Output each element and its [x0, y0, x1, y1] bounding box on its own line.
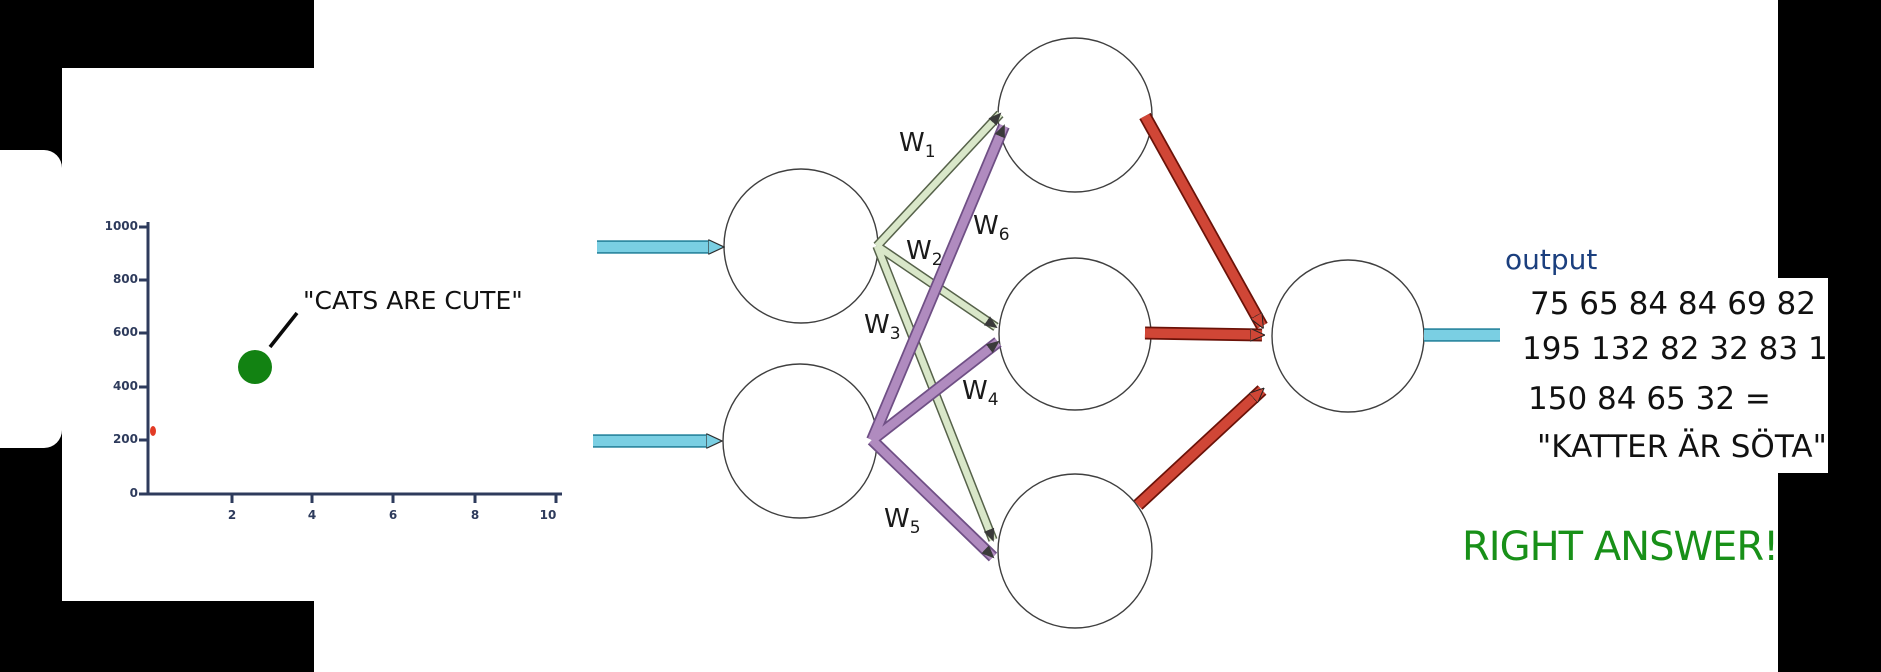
- x-tick-10: 10: [539, 508, 557, 522]
- w1-sub: 1: [924, 142, 936, 163]
- weight-label-w5: W5: [884, 504, 921, 537]
- edge-red-bottom: [1134, 386, 1266, 509]
- x-tick-2: 2: [227, 508, 237, 522]
- w6-base: W: [973, 211, 999, 241]
- weight-label-w6: W6: [973, 211, 1010, 244]
- weight-label-w2: W2: [906, 236, 943, 269]
- w2-sub: 2: [931, 250, 943, 271]
- left-rounded-panel: [0, 150, 62, 448]
- edge-w6: [868, 124, 1008, 442]
- hidden-node-top: [997, 37, 1153, 193]
- red-output-edges: [1133, 112, 1268, 510]
- mini-chart: [139, 222, 562, 503]
- w3-sub: 3: [889, 324, 901, 345]
- x-tick-6: 6: [388, 508, 398, 522]
- network-nodes: [722, 37, 1425, 629]
- edge-w4: [869, 338, 1001, 444]
- edge-w5: [869, 436, 996, 561]
- w4-base: W: [962, 376, 988, 406]
- output-line-1: 75 65 84 84 69 82: [1530, 286, 1816, 322]
- w6-sub: 6: [998, 225, 1010, 246]
- y-tick-400: 400: [112, 379, 138, 393]
- input-node-1: [723, 168, 879, 324]
- w1-base: W: [899, 128, 925, 158]
- hidden-node-bottom: [997, 473, 1153, 629]
- y-tick-1000: 1000: [104, 219, 138, 233]
- y-tick-0: 0: [129, 486, 138, 500]
- point-label-cats-are-cute: "CATS ARE CUTE": [303, 286, 523, 315]
- black-frame-top-left: [0, 0, 314, 68]
- y-tick-800: 800: [112, 272, 138, 286]
- hidden-node-middle: [998, 257, 1152, 411]
- w5-base: W: [884, 504, 910, 534]
- output-line-2: 195 132 82 32 83 1: [1522, 331, 1828, 367]
- edge-w1: [874, 111, 1003, 249]
- y-axis-ticks: [139, 225, 148, 496]
- output-line-3: 150 84 65 32 =: [1528, 381, 1771, 417]
- w2-base: W: [906, 236, 932, 266]
- weight-label-w4: W4: [962, 376, 999, 409]
- y-tick-200: 200: [112, 432, 138, 446]
- small-red-mark: [150, 426, 156, 436]
- w5-sub: 5: [909, 518, 921, 539]
- x-tick-4: 4: [307, 508, 317, 522]
- input-node-2: [722, 363, 878, 519]
- green-data-point: [238, 350, 272, 384]
- w4-sub: 4: [987, 390, 999, 411]
- purple-weight-edges: [866, 123, 1010, 562]
- callout-line: [268, 311, 299, 349]
- output-label: output: [1505, 243, 1598, 276]
- cyan-arrows: [593, 247, 1508, 441]
- edge-red-middle: [1144, 328, 1262, 335]
- right-answer-text: RIGHT ANSWER!: [1462, 524, 1779, 570]
- black-frame-bottom-left: [0, 601, 314, 672]
- x-tick-8: 8: [470, 508, 480, 522]
- output-node: [1271, 259, 1425, 413]
- weight-label-w3: W3: [864, 310, 901, 343]
- output-line-4: "KATTER ÄR SÖTA": [1537, 429, 1827, 465]
- x-axis-ticks: [230, 494, 558, 503]
- y-tick-600: 600: [112, 325, 138, 339]
- edge-red-top: [1140, 113, 1267, 326]
- w3-base: W: [864, 310, 890, 340]
- output-text-box: 75 65 84 84 69 82 195 132 82 32 83 1 150…: [1500, 278, 1828, 473]
- weight-label-w1: W1: [899, 128, 936, 161]
